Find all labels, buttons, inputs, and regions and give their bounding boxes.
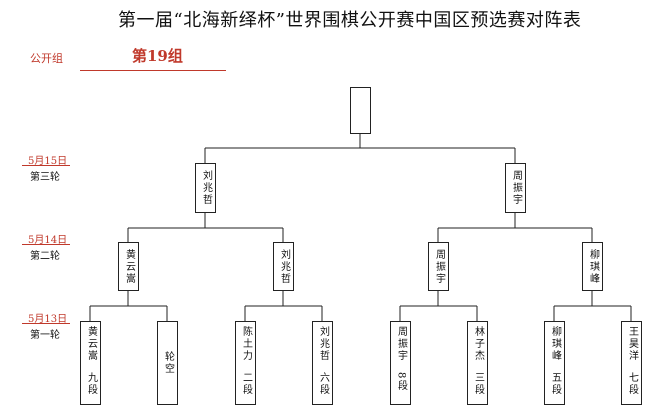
player-rank: 二段 <box>240 372 252 396</box>
page-title: 第一届“北海新绎杯”世界围棋公开赛中国区预选赛对阵表 <box>118 10 582 31</box>
round3-player: 刘兆哲 <box>195 163 216 213</box>
player-rank: 五段 <box>549 372 561 396</box>
player-name: 刘兆哲 <box>200 170 212 206</box>
player-name: 柳琪峰 <box>549 326 561 362</box>
champion-box <box>350 87 371 134</box>
player-rank: 七段 <box>626 372 638 396</box>
round-1-name: 第一轮 <box>30 330 60 341</box>
round1-player: 王昊洋 七段 <box>621 321 642 405</box>
group-label: 公开组 <box>30 52 63 65</box>
round-2-date: 5月14日 <box>28 235 68 246</box>
round-3-underline <box>22 165 70 166</box>
player-name: 刘兆哲 <box>317 326 329 362</box>
round1-player: 刘兆哲 六段 <box>312 321 333 405</box>
round1-player: 黄云嵩 九段 <box>80 321 101 405</box>
round1-player: 柳琪峰 五段 <box>544 321 565 405</box>
player-name: 黄云嵩 <box>123 248 135 285</box>
round-2-name: 第二轮 <box>30 251 60 262</box>
round2-player: 柳琪峰 <box>582 242 603 291</box>
round-1-underline <box>22 323 70 324</box>
group-underline <box>80 70 226 71</box>
round-3-date: 5月15日 <box>28 156 68 167</box>
player-rank: 三段 <box>472 372 484 396</box>
player-name: 周振宇 <box>510 170 522 206</box>
player-name: 王昊洋 <box>626 326 638 362</box>
player-name: 周振宇 <box>395 326 407 362</box>
round2-player: 刘兆哲 <box>273 242 294 291</box>
player-name: 柳琪峰 <box>587 248 599 285</box>
player-rank: 8段 <box>395 372 407 393</box>
round-3-name: 第三轮 <box>30 172 60 183</box>
round2-player: 黄云嵩 <box>118 242 139 291</box>
player-name: 陈土力 <box>240 326 252 362</box>
round1-bye: 轮空 <box>157 321 178 405</box>
player-name: 周振宇 <box>433 248 445 285</box>
round1-player: 林子杰 三段 <box>467 321 488 405</box>
round2-player: 周振宇 <box>428 242 449 291</box>
round3-player: 周振宇 <box>505 163 526 213</box>
round-1-date: 5月13日 <box>28 314 68 325</box>
player-name: 林子杰 <box>472 326 484 362</box>
player-rank: 六段 <box>317 372 329 396</box>
round1-player: 周振宇 8段 <box>390 321 411 405</box>
player-name: 刘兆哲 <box>278 248 290 285</box>
player-name: 轮空 <box>162 351 174 375</box>
player-name: 黄云嵩 <box>85 326 97 362</box>
group-name: 第19组 <box>132 47 183 65</box>
player-rank: 九段 <box>85 372 97 396</box>
round1-player: 陈土力 二段 <box>235 321 256 405</box>
round-2-underline <box>22 244 70 245</box>
